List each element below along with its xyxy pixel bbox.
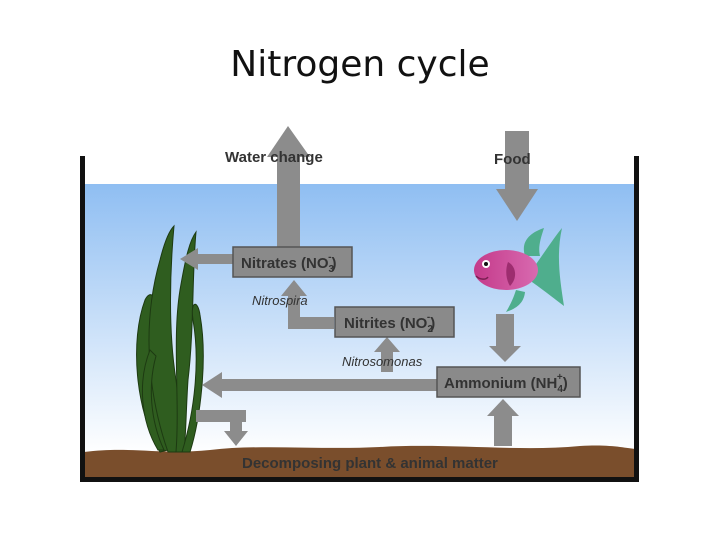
nitrates-label: Nitrates (NO3-) (241, 252, 336, 275)
nitrites-box (334, 306, 455, 338)
arrow-plant-to-substrate (196, 410, 248, 446)
ammonium-box (436, 366, 581, 398)
decomposing-label: Decomposing plant & animal matter (242, 455, 498, 472)
arrow-nitrites-to-nitrates (281, 280, 334, 329)
nitrosomonas-label: Nitrosomonas (342, 354, 423, 369)
arrow-water-change-up (267, 126, 310, 247)
tank-right-wall (634, 156, 639, 482)
aquatic-plant-icon (136, 224, 204, 453)
arrow-decomposing-to-ammonium (487, 399, 519, 446)
tank-bottom (80, 477, 639, 482)
fish-icon (474, 228, 564, 312)
arrow-ammonium-to-plant (202, 372, 438, 398)
aquarium-substrate (84, 445, 636, 480)
tank-left-wall (80, 156, 85, 482)
arrow-fish-to-ammonium (489, 314, 521, 362)
slide-title: Nitrogen cycle (230, 44, 490, 85)
nitrospira-label: Nitrospira (252, 293, 308, 308)
arrow-ammonium-to-nitrites (374, 337, 400, 372)
ammonium-label: Ammonium (NH4+) (444, 372, 568, 395)
water-change-label: Water change (225, 149, 323, 166)
nitrites-label: Nitrites (NO2-) (344, 312, 435, 335)
food-label: Food (494, 151, 531, 168)
arrow-food-down (496, 131, 538, 221)
nitrates-box (232, 246, 353, 278)
arrow-nitrates-to-plant (180, 248, 234, 270)
